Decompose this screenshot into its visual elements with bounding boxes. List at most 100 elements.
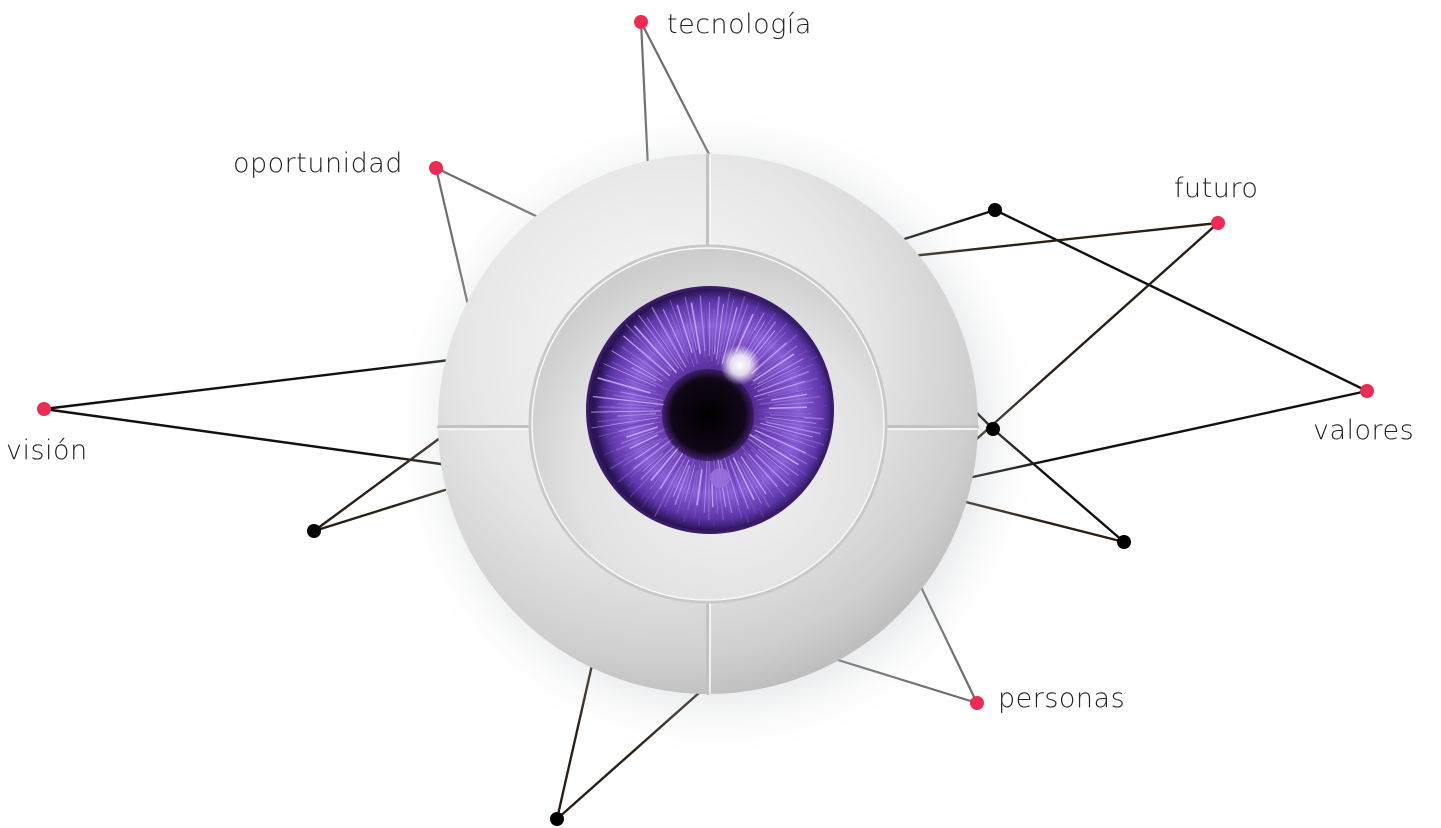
pattern-dot bbox=[1021, 581, 1024, 584]
pattern-dot bbox=[33, 477, 35, 479]
pattern-dot bbox=[995, 191, 997, 193]
pattern-dot bbox=[1150, 398, 1154, 402]
pattern-dot bbox=[240, 372, 243, 375]
pattern-dot bbox=[370, 346, 374, 350]
pattern-dot bbox=[267, 269, 269, 271]
pattern-dot bbox=[1203, 555, 1205, 557]
pattern-dot bbox=[33, 347, 35, 349]
pattern-dot bbox=[292, 450, 296, 454]
pattern-dot bbox=[267, 217, 269, 219]
pattern-dot bbox=[1177, 217, 1179, 219]
pattern-dot bbox=[1151, 607, 1153, 609]
pattern-dot bbox=[1281, 373, 1284, 376]
pattern-dot bbox=[1307, 451, 1310, 454]
pattern-dot bbox=[163, 581, 165, 583]
pattern-dot bbox=[1203, 269, 1205, 271]
pattern-dot bbox=[1307, 581, 1309, 583]
pattern-dot bbox=[396, 554, 399, 557]
pattern-dot bbox=[215, 269, 217, 271]
pattern-dot bbox=[1255, 243, 1257, 245]
pattern-dot bbox=[292, 502, 295, 505]
pattern-dot bbox=[85, 555, 87, 557]
pattern-dot bbox=[1047, 217, 1049, 219]
pattern-dot bbox=[1176, 450, 1180, 454]
pattern-dot bbox=[318, 294, 321, 297]
pattern-dot bbox=[59, 295, 61, 297]
pattern-dot bbox=[1098, 424, 1102, 428]
pattern-dot bbox=[240, 346, 243, 349]
pattern-dot bbox=[1124, 476, 1128, 480]
pattern-dot bbox=[1073, 243, 1075, 245]
pattern-dot bbox=[1046, 450, 1051, 455]
pattern-dot bbox=[1125, 607, 1127, 609]
node-tecnologia bbox=[634, 15, 648, 29]
pattern-dot bbox=[292, 398, 296, 402]
pattern-dot bbox=[7, 425, 9, 427]
pattern-dot bbox=[1124, 502, 1128, 506]
pattern-dot bbox=[1307, 477, 1310, 480]
pattern-dot bbox=[1307, 503, 1309, 505]
pattern-dot bbox=[33, 321, 35, 323]
pattern-dot bbox=[292, 424, 296, 428]
pattern-dot bbox=[1099, 217, 1101, 219]
pattern-dot bbox=[1333, 295, 1335, 297]
pattern-dot bbox=[370, 424, 375, 429]
pattern-dot bbox=[1176, 372, 1180, 376]
pattern-dot bbox=[1098, 372, 1102, 376]
eye-reflection bbox=[710, 468, 730, 488]
pattern-dot bbox=[215, 503, 218, 506]
pattern-dot bbox=[1333, 477, 1335, 479]
pattern-dot bbox=[1125, 269, 1128, 272]
pattern-dot bbox=[318, 398, 322, 402]
pattern-dot bbox=[344, 320, 348, 324]
pattern-dot bbox=[1229, 503, 1232, 506]
pattern-dot bbox=[1307, 555, 1309, 557]
pattern-dot bbox=[995, 217, 997, 219]
pattern-dot bbox=[1098, 398, 1102, 402]
pattern-dot bbox=[1385, 321, 1387, 323]
pattern-dot bbox=[1359, 295, 1361, 297]
pattern-dot bbox=[1202, 372, 1205, 375]
pattern-dot bbox=[1437, 503, 1439, 505]
pattern-dot bbox=[33, 425, 35, 427]
pattern-dot bbox=[241, 269, 243, 271]
pattern-dot bbox=[1359, 321, 1361, 323]
node-junction bbox=[988, 203, 1002, 217]
pattern-dot bbox=[111, 529, 113, 531]
pattern-dot bbox=[1021, 633, 1023, 635]
pattern-dot bbox=[1072, 398, 1076, 402]
label-valores: valores bbox=[1313, 417, 1414, 444]
pattern-dot bbox=[1385, 295, 1387, 297]
pattern-dot bbox=[240, 450, 244, 454]
pattern-dot bbox=[318, 502, 322, 506]
pattern-dot bbox=[370, 398, 375, 403]
pattern-dot bbox=[85, 347, 87, 349]
pattern-dot bbox=[344, 528, 347, 531]
pattern-dot bbox=[1411, 347, 1413, 349]
pattern-dot bbox=[1046, 528, 1050, 532]
node-junction bbox=[550, 812, 564, 826]
pattern-dot bbox=[1150, 320, 1153, 323]
pattern-dot bbox=[1281, 581, 1283, 583]
pattern-dot bbox=[1177, 607, 1179, 609]
pattern-dot bbox=[1099, 191, 1101, 193]
pattern-dot bbox=[423, 191, 425, 193]
pattern-dot bbox=[111, 555, 113, 557]
pattern-dot bbox=[345, 191, 347, 193]
pattern-dot bbox=[1333, 555, 1335, 557]
pattern-dot bbox=[1333, 503, 1335, 505]
pattern-dot bbox=[1229, 529, 1232, 532]
pattern-dot bbox=[371, 581, 374, 584]
pattern-dot bbox=[1333, 529, 1335, 531]
pattern-dot bbox=[1098, 554, 1101, 557]
pattern-dot bbox=[266, 320, 269, 323]
pattern-dot bbox=[241, 295, 244, 298]
pattern-dot bbox=[1281, 451, 1284, 454]
pattern-dot bbox=[163, 451, 166, 454]
node-junction bbox=[986, 422, 1000, 436]
pattern-dot bbox=[1255, 581, 1257, 583]
pattern-dot bbox=[1047, 633, 1049, 635]
pattern-dot bbox=[1385, 451, 1387, 453]
pattern-dot bbox=[1411, 399, 1413, 401]
